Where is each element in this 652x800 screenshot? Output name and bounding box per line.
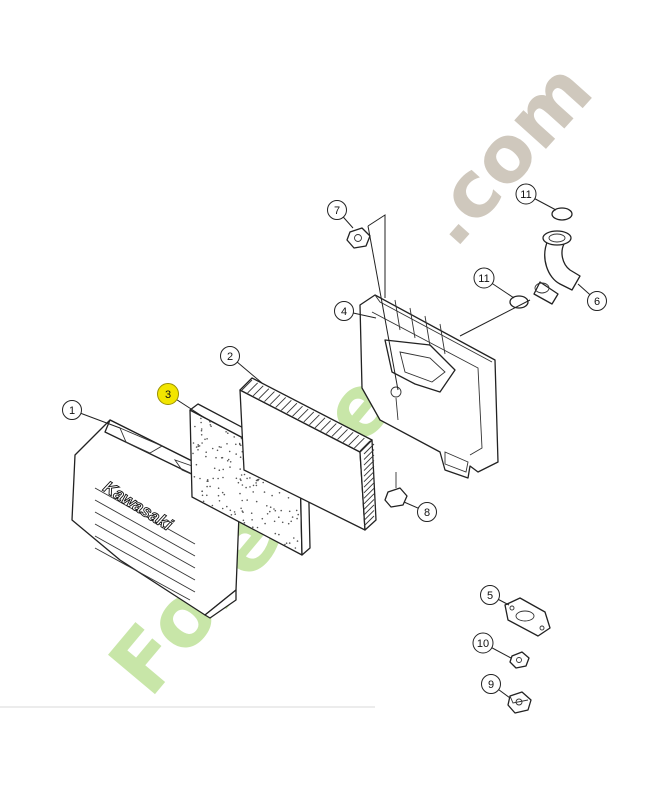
part-nut-10 [509,651,530,669]
svg-text:4: 4 [341,306,347,318]
part-nut-7 [346,227,371,249]
svg-text:9: 9 [488,679,494,691]
callout-5: 5 [480,585,500,605]
part-elbow [533,230,581,305]
cover-vent-slots [94,487,196,601]
callout-11-upper: 11 [515,183,537,205]
svg-text:3: 3 [165,389,171,401]
svg-text:8: 8 [424,507,430,519]
bottom-rule [0,706,375,708]
svg-text:7: 7 [334,205,340,217]
svg-text:10: 10 [477,638,489,650]
svg-text:11: 11 [520,189,531,201]
pleat-lines [241,379,375,527]
callout-3: 3 [157,383,179,405]
callout-10: 10 [472,632,494,654]
callout-8: 8 [417,502,437,522]
callout-4: 4 [334,301,354,321]
callout-1: 1 [62,400,82,420]
watermark-suffix: .com [402,46,610,263]
part-base [359,294,499,479]
callout-7: 7 [327,200,347,220]
svg-text:6: 6 [594,296,600,308]
callout-2: 2 [220,346,240,366]
o-ring-upper [551,207,573,221]
callout-11-lower: 11 [473,267,495,289]
part-gasket [504,597,551,637]
svg-text:11: 11 [478,273,489,285]
svg-text:1: 1 [69,405,75,417]
callout-9: 9 [481,674,501,694]
part-bolt-8 [384,472,408,508]
callout-6: 6 [587,291,607,311]
part-nut-9 [507,691,532,714]
svg-text:5: 5 [487,590,493,602]
part-paper-element [239,377,377,531]
svg-text:2: 2 [227,351,233,363]
o-ring-lower [509,295,529,309]
